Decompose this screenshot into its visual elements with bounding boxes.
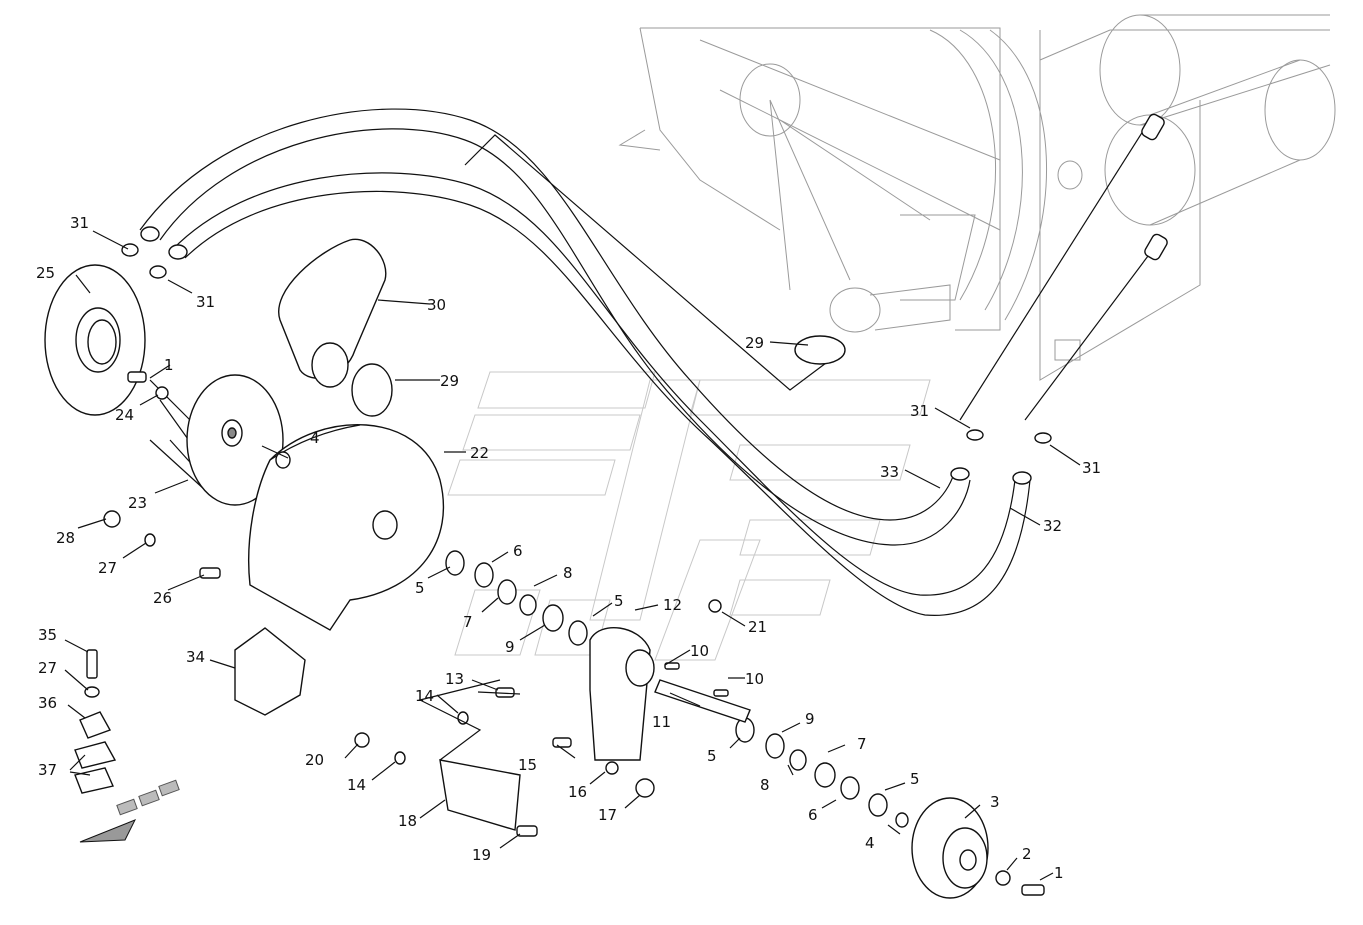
callout-30: 30 (427, 296, 446, 314)
callout-11: 11 (652, 713, 671, 731)
callout-4: 4 (310, 429, 320, 447)
callout-37: 37 (38, 761, 57, 779)
callout-5: 5 (614, 592, 624, 610)
callout-31: 31 (910, 402, 929, 420)
guard-plate (418, 679, 521, 831)
callout-26: 26 (153, 589, 172, 607)
callout-27: 27 (38, 659, 57, 677)
bearing-bracket (589, 626, 751, 761)
small-hardware (84, 243, 1052, 896)
callout-29: 29 (745, 334, 764, 352)
callout-31: 31 (1082, 459, 1101, 477)
callout-9: 9 (805, 710, 815, 728)
mount-brackets (74, 711, 117, 794)
callout-8: 8 (760, 776, 770, 794)
callout-35: 35 (38, 626, 57, 644)
callout-12: 12 (663, 596, 682, 614)
callout-5: 5 (707, 747, 717, 765)
hoses (139, 108, 1168, 616)
callout-24: 24 (115, 406, 134, 424)
assembly-leader (464, 134, 831, 391)
leader-lines (64, 230, 1081, 881)
fan-impeller (149, 374, 284, 506)
callout-5: 5 (415, 579, 425, 597)
callout-27: 27 (98, 559, 117, 577)
callout-33: 33 (880, 463, 899, 481)
callout-34: 34 (186, 648, 205, 666)
duct-pipe (278, 238, 846, 417)
callout-10: 10 (690, 642, 709, 660)
callout-7: 7 (857, 735, 867, 753)
callout-4: 4 (865, 834, 875, 852)
callout-16: 16 (568, 783, 587, 801)
callout-5: 5 (910, 770, 920, 788)
callout-17: 17 (598, 806, 617, 824)
callout-18: 18 (398, 812, 417, 830)
callout-9: 9 (505, 638, 515, 656)
callouts: 31 31 25 1 24 23 28 27 26 30 29 4 22 5 6… (36, 214, 1101, 882)
callout-2: 2 (1022, 845, 1032, 863)
callout-6: 6 (513, 542, 523, 560)
background-machine (618, 14, 1336, 381)
callout-14: 14 (347, 776, 366, 794)
callout-29: 29 (440, 372, 459, 390)
callout-23: 23 (128, 494, 147, 512)
callout-8: 8 (563, 564, 573, 582)
callout-15: 15 (518, 756, 537, 774)
callout-6: 6 (808, 806, 818, 824)
callout-22: 22 (470, 444, 489, 462)
callout-10: 10 (745, 670, 764, 688)
callout-36: 36 (38, 694, 57, 712)
cover-box (234, 627, 306, 716)
callout-20: 20 (305, 751, 324, 769)
callout-13: 13 (445, 670, 464, 688)
callout-1: 1 (1054, 864, 1064, 882)
watermark-logo (447, 371, 931, 661)
cover-plate (44, 264, 146, 416)
callout-32: 32 (1043, 517, 1062, 535)
callout-31: 31 (70, 214, 89, 232)
callout-7: 7 (463, 613, 473, 631)
callout-14: 14 (415, 687, 434, 705)
callout-31: 31 (196, 293, 215, 311)
callout-25: 25 (36, 264, 55, 282)
direction-arrow (79, 779, 180, 843)
callout-3: 3 (990, 793, 1000, 811)
callout-19: 19 (472, 846, 491, 864)
fan-housing (248, 424, 445, 631)
callout-28: 28 (56, 529, 75, 547)
callout-1: 1 (164, 356, 174, 374)
callout-21: 21 (748, 618, 767, 636)
v-belt-pulley (911, 797, 989, 899)
